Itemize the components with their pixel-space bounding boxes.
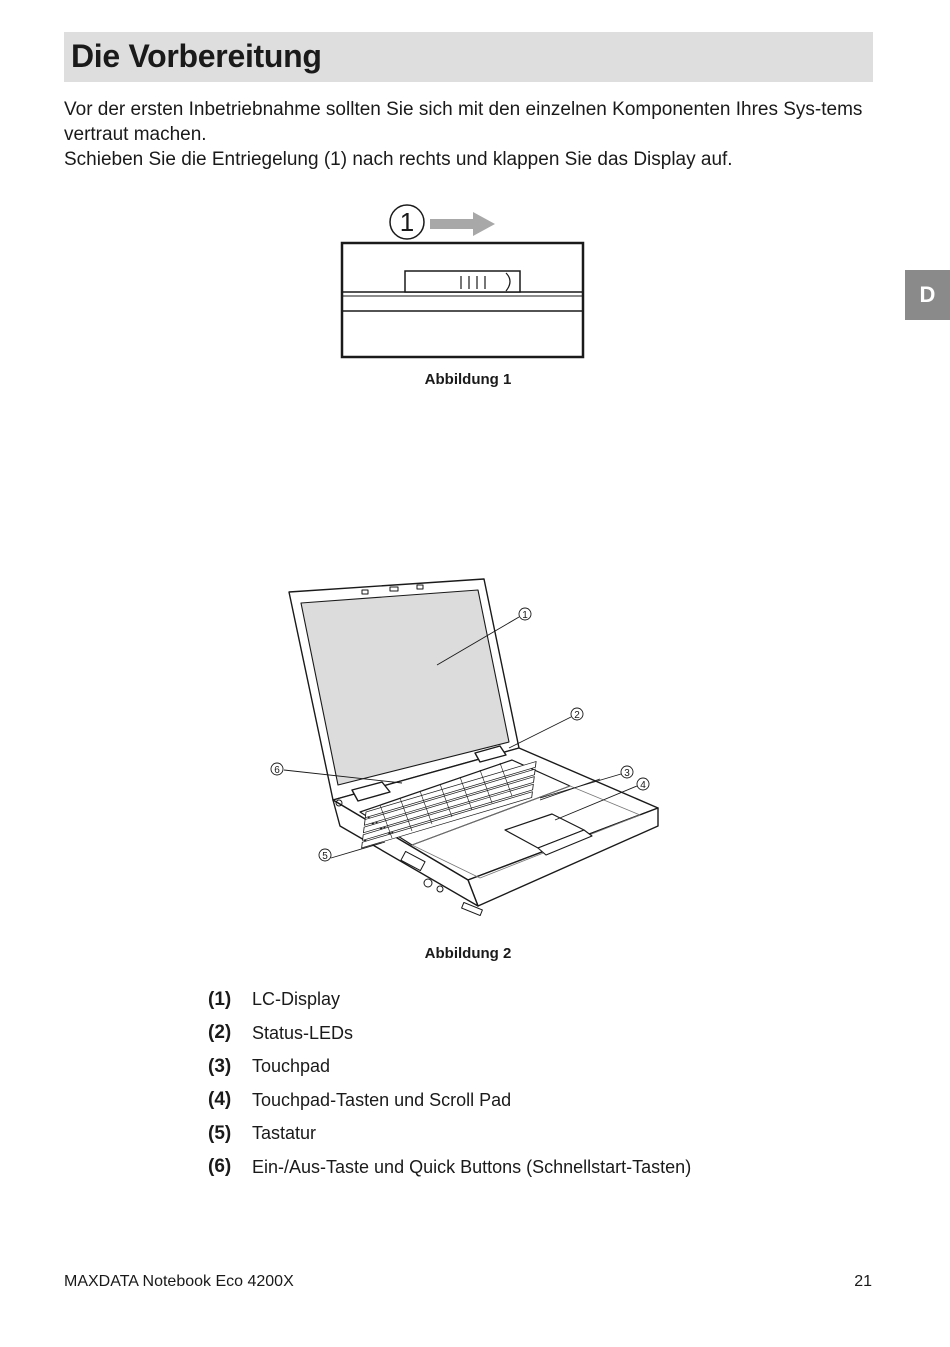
page-title: Die Vorbereitung (71, 38, 322, 74)
callout-3 (620, 765, 634, 779)
callout-6 (270, 762, 284, 776)
legend-label: Tastatur (252, 1123, 317, 1144)
intro-paragraph-2: Schieben Sie die Entriegelung (1) nach r… (64, 149, 733, 170)
legend-label: LC-Display (252, 989, 341, 1010)
legend-number: (5) (208, 1122, 232, 1144)
intro-text: Vor der ersten Inbetriebnahme sollten Si… (64, 97, 876, 172)
latch-grip-lines (460, 276, 486, 289)
palmrest (411, 785, 641, 879)
legend-number: (1) (208, 988, 232, 1010)
legend-item: (6) Ein-/Aus-Taste und Quick Buttons (Sc… (208, 1151, 691, 1185)
intro-paragraph-1: Vor der ersten Inbetriebnahme sollten Si… (64, 99, 863, 145)
latch-slider-curve (505, 272, 511, 292)
arrow-right-icon (430, 212, 495, 236)
legend-item: (4) Touchpad-Tasten und Scroll Pad (208, 1084, 691, 1118)
callout-3-label: 3 (624, 768, 630, 779)
touchpad-buttons (537, 829, 593, 856)
footer-page-number: 21 (854, 1273, 872, 1290)
callout-2 (570, 707, 584, 721)
legend-item: (3) Touchpad (208, 1050, 691, 1084)
legend-item: (5) Tastatur (208, 1117, 691, 1151)
display-screen (300, 589, 510, 786)
figure-2-notebook-illustration: 1 2 3 4 5 6 (270, 578, 659, 917)
legend-label: Touchpad-Tasten und Scroll Pad (252, 1089, 512, 1110)
legend-item: (2) Status-LEDs (208, 1017, 691, 1051)
callout-2-label: 2 (574, 710, 580, 721)
legend-label: Touchpad (252, 1056, 331, 1077)
legend-number: (4) (208, 1089, 232, 1111)
legend-number: (3) (208, 1055, 232, 1077)
figure-1-latch-illustration: 1 (340, 204, 585, 359)
figure-1-callout-circle (389, 204, 425, 240)
legend-number: (2) (208, 1022, 232, 1044)
keyboard-keys (361, 761, 537, 849)
legend-number: (6) (208, 1156, 232, 1178)
figure-2-caption: Abbildung 2 (424, 945, 512, 962)
latch-housing (340, 241, 585, 359)
section-heading-bar: Die Vorbereitung (64, 32, 873, 82)
latch-slider (404, 270, 521, 293)
legend-label: Ein-/Aus-Taste und Quick Buttons (Schnel… (252, 1156, 692, 1177)
footer-product-name: MAXDATA Notebook Eco 4200X (64, 1273, 294, 1290)
callout-5-label: 5 (322, 851, 328, 862)
callouts: 1 2 3 4 5 6 (270, 607, 650, 862)
figure-1-caption: Abbildung 1 (424, 371, 512, 388)
callout-5 (318, 848, 332, 862)
language-tab: D (905, 270, 950, 320)
callout-1-label: 1 (522, 610, 528, 621)
callout-4-label: 4 (640, 780, 646, 791)
callout-1 (518, 607, 532, 621)
figure-1-callout-number: 1 (400, 207, 414, 237)
component-legend: (1) LC-Display (2) Status-LEDs (3) Touch… (208, 983, 691, 1184)
callout-leader-lines (283, 616, 638, 859)
legend-label: Status-LEDs (252, 1022, 354, 1043)
legend-item: (1) LC-Display (208, 983, 691, 1017)
callout-6-label: 6 (274, 765, 280, 776)
callout-4 (636, 777, 650, 791)
